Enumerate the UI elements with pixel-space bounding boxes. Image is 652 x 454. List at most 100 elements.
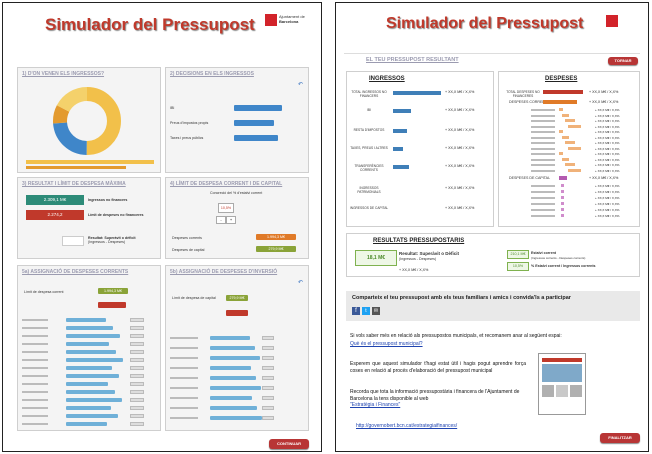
allocation-input[interactable] [130, 350, 144, 354]
taxes-slider[interactable] [234, 120, 274, 126]
current-limit-label: Límit de despesa corrent [24, 290, 64, 294]
allocation-input[interactable] [130, 342, 144, 346]
allocation-slider[interactable] [66, 358, 123, 362]
allocation-slider[interactable] [66, 326, 113, 330]
investment-input[interactable] [262, 416, 274, 420]
investment-slider[interactable] [210, 386, 261, 390]
capital-limit-value: 279,9 M€ [226, 295, 248, 301]
revenue-row-label: RESTA D'IMPOSTOS [353, 128, 385, 132]
allocation-input[interactable] [130, 422, 144, 426]
reset-icon[interactable]: ↶ [297, 82, 303, 88]
saving-label: Estalvi corrent [531, 251, 556, 255]
allocation-slider[interactable] [66, 398, 122, 402]
investment-slider[interactable] [210, 366, 251, 370]
investment-input[interactable] [262, 396, 274, 400]
allocation-slider[interactable] [66, 382, 108, 386]
investment-slider[interactable] [210, 416, 262, 420]
investment-slider[interactable] [210, 376, 256, 380]
allocation-input[interactable] [130, 414, 144, 418]
investment-slider[interactable] [210, 346, 255, 350]
saving-percent-field[interactable]: 10,5% [218, 203, 234, 213]
investment-slider[interactable] [210, 336, 250, 340]
revenue-bar [393, 109, 411, 113]
row-label-placeholder [22, 375, 48, 377]
row-label-placeholder [170, 407, 198, 409]
capital-spending-value: 279,9 M€ [256, 246, 296, 252]
current-remaining-value [98, 302, 126, 308]
allocation-input[interactable] [130, 318, 144, 322]
allocation-input[interactable] [130, 390, 144, 394]
panel-title: 5b) ASSIGNACIÓ DE DESPESES D'INVERSIÓ [170, 269, 278, 275]
row-label: IBI [170, 106, 175, 110]
divider [344, 53, 640, 54]
allocation-input[interactable] [130, 334, 144, 338]
allocation-input[interactable] [130, 366, 144, 370]
spending-subrow-value: + XX,X M€ / X,X% [595, 146, 620, 151]
panel-title: 2) DECISIONS EN ELS INGRESSOS [170, 71, 254, 77]
investment-input[interactable] [262, 346, 274, 350]
logo-line-2: Barcelona [279, 19, 299, 24]
spending-subrow-label [531, 142, 555, 144]
revenue-row-value: + XX,X M€ / X,X% [445, 90, 475, 94]
minus-button[interactable]: - [216, 216, 226, 224]
website-thumbnail [538, 353, 586, 415]
allocation-input[interactable] [130, 358, 144, 362]
finish-button[interactable]: FINALITZAR [600, 433, 640, 443]
strategy-link[interactable]: "Estratègia i Finances" [350, 402, 401, 408]
panel-current-spending-allocation: 5a) ASSIGNACIÓ DE DESPESES CORRENTS Lími… [17, 265, 161, 431]
website-url-link[interactable]: http://governobert.bcn.cat/estrategiaifi… [356, 423, 458, 429]
allocation-input[interactable] [130, 326, 144, 330]
row-label-placeholder [22, 391, 48, 393]
investment-input[interactable] [262, 386, 274, 390]
allocation-slider[interactable] [66, 406, 111, 410]
spending-subrow-value: + XX,X M€ / X,X% [595, 141, 620, 145]
allocation-slider[interactable] [66, 414, 118, 418]
allocation-input[interactable] [130, 406, 144, 410]
result-sublabel: (Ingressos - Despeses) [399, 257, 437, 261]
reset-icon[interactable]: ↶ [297, 280, 303, 286]
allocation-slider[interactable] [66, 422, 107, 426]
twitter-icon[interactable]: t [362, 307, 370, 315]
allocation-input[interactable] [130, 382, 144, 386]
back-button[interactable]: TORNAR [608, 57, 638, 65]
row-label-placeholder [170, 337, 198, 339]
revenue-row-value: + XX,X M€ / X,X% [445, 186, 475, 190]
investment-slider[interactable] [210, 356, 260, 360]
allocation-input[interactable] [130, 398, 144, 402]
fees-slider[interactable] [234, 135, 278, 141]
spending-row-value: + XX,X M€ / X,X% [589, 100, 619, 104]
allocation-slider[interactable] [66, 318, 106, 322]
panel-revenue-decisions: 2) DECISIONS EN ELS INGRESSOS ↶ IBI Preu… [165, 67, 309, 173]
investment-input[interactable] [262, 376, 274, 380]
plus-button[interactable]: + [226, 216, 236, 224]
investment-slider[interactable] [210, 406, 257, 410]
capital-subrow-label [531, 209, 555, 211]
allocation-slider[interactable] [66, 366, 112, 370]
allocation-slider[interactable] [66, 374, 119, 378]
allocation-slider[interactable] [66, 390, 115, 394]
spending-row-value: + XX,X M€ / X,X% [589, 176, 619, 180]
capital-subrow-bar [561, 190, 564, 193]
allocation-slider[interactable] [66, 350, 116, 354]
allocation-slider[interactable] [66, 334, 120, 338]
facebook-icon[interactable]: f [352, 307, 360, 315]
investment-input[interactable] [262, 406, 274, 410]
email-icon[interactable]: ✉ [372, 307, 380, 315]
capital-subrow-value: + XX,X M€ / X,X% [595, 202, 620, 206]
spending-subrow-bar [565, 119, 575, 122]
allocation-input[interactable] [130, 374, 144, 378]
investment-input[interactable] [262, 366, 274, 370]
revenue-summary-panel: INGRESSOS TOTAL INGRESSOS NO FINANCERS+ … [346, 71, 494, 227]
revenue-row-value: + XX,X M€ / X,X% [445, 146, 475, 150]
spending-subrow-value: + XX,X M€ / X,X% [595, 135, 620, 140]
investment-slider[interactable] [210, 396, 252, 400]
budget-results-panel: RESULTATS PRESSUPOSTARIS 18,1 M€ Resulta… [346, 233, 640, 277]
allocation-slider[interactable] [66, 342, 109, 346]
capital-subrow-label [531, 203, 555, 205]
capital-subrow-label [531, 185, 555, 187]
budget-info-link[interactable]: Què és el pressupost municipal? [350, 341, 423, 347]
investment-input[interactable] [262, 336, 274, 340]
ibi-slider[interactable] [234, 105, 282, 111]
investment-input[interactable] [262, 356, 274, 360]
continue-button[interactable]: CONTINUAR [269, 439, 309, 449]
